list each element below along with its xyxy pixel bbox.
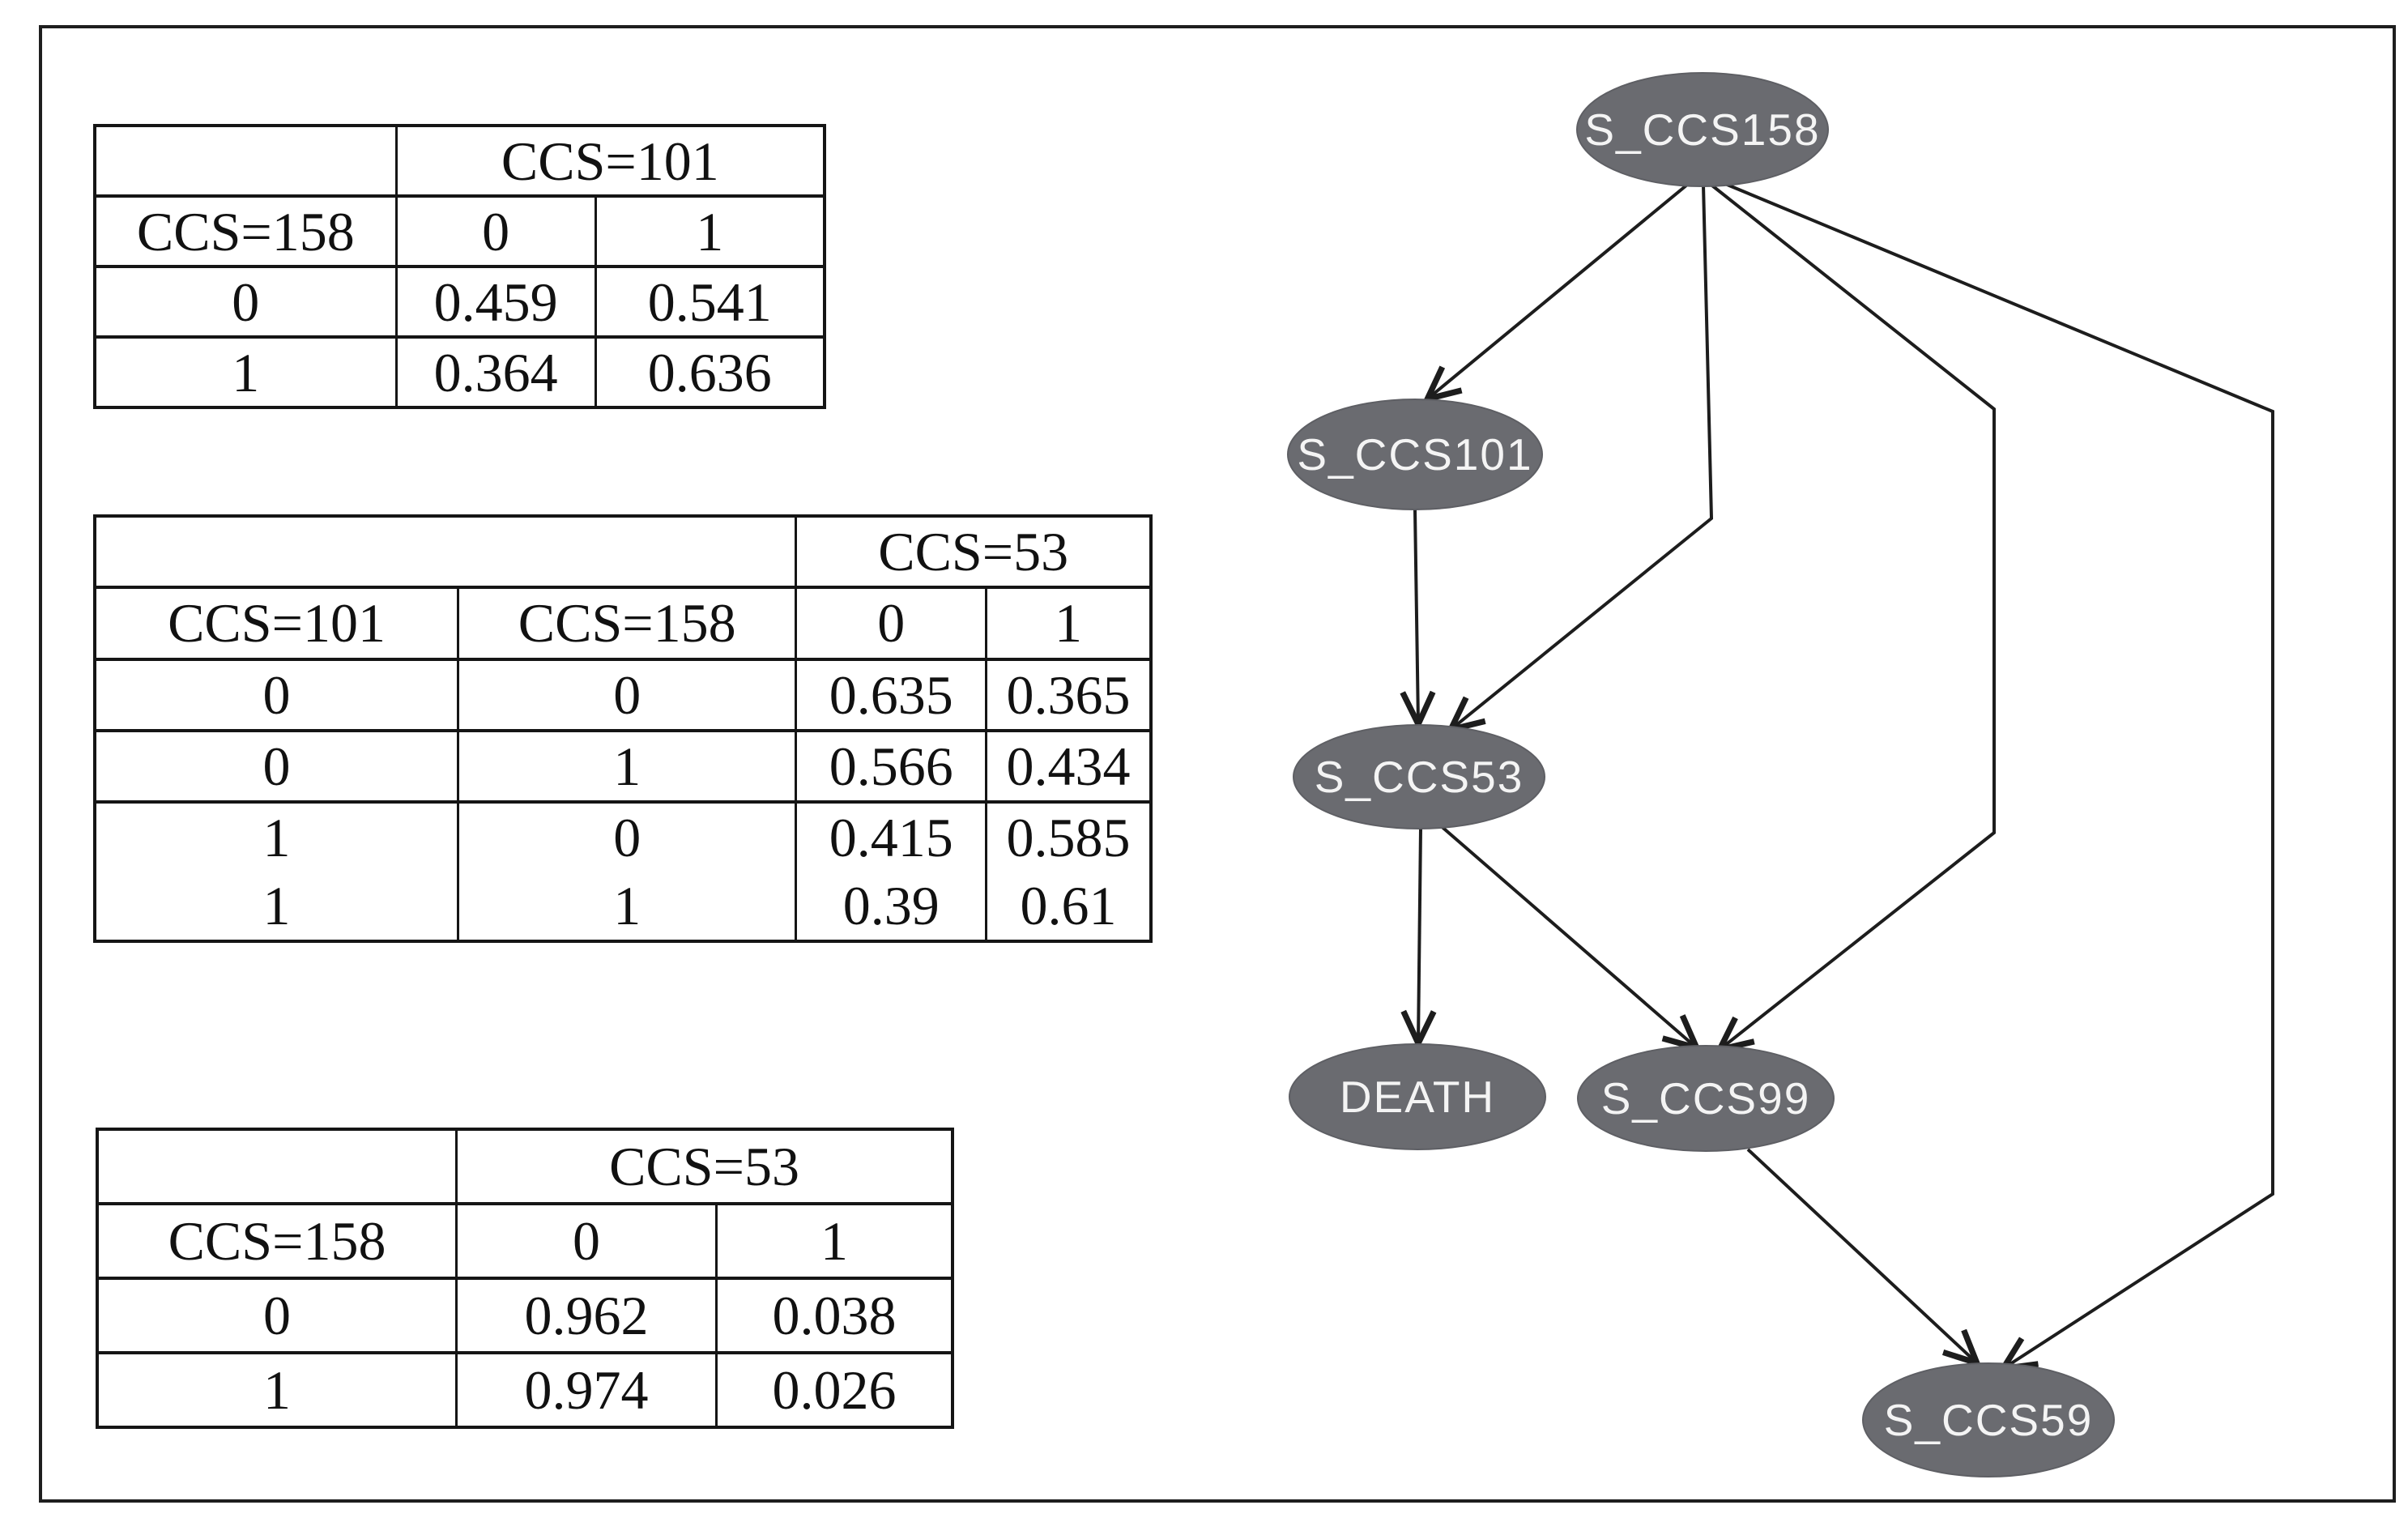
cpt-ccs53-given-ccs101-ccs158-cell-2-1: 0: [457, 800, 798, 872]
cpt-ccs53-given-ccs101-ccs158-cell-1-2: 0.566: [795, 728, 988, 804]
node-label-s_ccs101: S_CCS101: [1297, 429, 1532, 480]
cpt-ccs53-given-ccs101-ccs158-cell-0-3: 0.365: [985, 657, 1153, 732]
cpt-ccs101-given-ccs158-span-header: CCS=101: [394, 124, 826, 198]
node-s_ccs59: S_CCS59: [1862, 1362, 2115, 1477]
cpt-ccs53-given-ccs101-ccs158-cell-3-2: 0.39: [795, 872, 988, 943]
node-ellipse-s_ccs101: [1287, 399, 1543, 510]
node-ellipse-s_ccs59: [1862, 1362, 2115, 1477]
cpt-ccs53-given-ccs101-ccs158-cell-1-1: 1: [457, 728, 798, 804]
cpt-ccs53-given-ccs158-cell-0-1: 0.962: [455, 1277, 718, 1354]
cpt-ccs53-given-ccs158-span-header: CCS=53: [455, 1128, 954, 1205]
cpt-ccs53-given-ccs101-ccs158-cell-0-1: 0: [457, 657, 798, 732]
cpt-ccs53-given-ccs101-ccs158-cell-1-0: 0: [93, 728, 460, 804]
node-ellipse-death: [1289, 1043, 1546, 1150]
cpt-ccs53-given-ccs158-subheader-0: CCS=158: [96, 1202, 458, 1280]
cpt-ccs53-given-ccs101-ccs158-cell-3-3: 0.61: [985, 872, 1153, 943]
cpt-ccs101-given-ccs158-subheader-1: 0: [394, 194, 597, 268]
cpt-ccs101-given-ccs158-cell-0-0: 0: [93, 265, 398, 339]
cpt-ccs53-given-ccs158-subheader-2: 1: [715, 1202, 954, 1280]
cpt-ccs101-given-ccs158-cell-1-0: 1: [93, 335, 398, 409]
node-ellipse-s_ccs158: [1576, 72, 1829, 187]
cpt-ccs53-given-ccs158-corner-cell: [96, 1128, 458, 1205]
cpt-ccs53-given-ccs101-ccs158-subheader-3: 1: [985, 586, 1153, 661]
node-label-death: DEATH: [1340, 1072, 1495, 1122]
cpt-ccs53-given-ccs158-cell-0-0: 0: [96, 1277, 458, 1354]
node-label-s_ccs59: S_CCS59: [1884, 1395, 2094, 1445]
cpt-ccs53-given-ccs101-ccs158-subheader-0: CCS=101: [93, 586, 460, 661]
node-s_ccs53: S_CCS53: [1293, 724, 1545, 829]
cpt-ccs53-given-ccs101-ccs158-cell-0-2: 0.635: [795, 657, 988, 732]
node-ellipse-s_ccs99: [1577, 1045, 1835, 1152]
cpt-ccs101-given-ccs158-corner-cell: [93, 124, 398, 198]
cpt-ccs53-given-ccs101-ccs158-cell-3-0: 1: [93, 872, 460, 943]
cpt-ccs53-given-ccs101-ccs158-cell-2-3: 0.585: [985, 800, 1153, 872]
cpt-ccs101-given-ccs158-cell-1-2: 0.636: [594, 335, 826, 409]
node-label-s_ccs99: S_CCS99: [1601, 1073, 1811, 1124]
node-s_ccs99: S_CCS99: [1577, 1045, 1835, 1152]
cpt-ccs53-given-ccs101-ccs158-subheader-1: CCS=158: [457, 586, 798, 661]
cpt-ccs53-given-ccs101-ccs158-cell-2-2: 0.415: [795, 800, 988, 872]
edge-s_ccs158-to-s_ccs59: [1715, 178, 2274, 1368]
node-label-s_ccs53: S_CCS53: [1315, 752, 1524, 802]
cpt-ccs101-given-ccs158-subheader-0: CCS=158: [93, 194, 398, 268]
cpt-ccs53-given-ccs158-cell-1-2: 0.026: [715, 1351, 954, 1429]
node-s_ccs101: S_CCS101: [1287, 399, 1543, 510]
cpt-ccs53-given-ccs101-ccs158-span-header: CCS=53: [795, 514, 1153, 590]
cpt-ccs53-given-ccs158-cell-1-0: 1: [96, 1351, 458, 1429]
edge-s_ccs158-to-s_ccs53: [1451, 184, 1714, 729]
edge-s_ccs99-to-s_ccs59: [1746, 1148, 1976, 1362]
cpt-ccs53-given-ccs101-ccs158-subheader-2: 0: [795, 586, 988, 661]
cpt-ccs53-given-ccs101-ccs158-cell-1-3: 0.434: [985, 728, 1153, 804]
edge-s_ccs158-to-s_ccs99: [1707, 181, 1996, 1049]
edge-s_ccs101-to-s_ccs53: [1415, 509, 1418, 723]
cpt-ccs101-given-ccs158-subheader-2: 1: [594, 194, 826, 268]
cpt-ccs101-given-ccs158-cell-0-2: 0.541: [594, 265, 826, 339]
cpt-ccs53-given-ccs101-ccs158-cell-0-0: 0: [93, 657, 460, 732]
node-ellipse-s_ccs53: [1293, 724, 1545, 829]
edge-s_ccs158-to-s_ccs101: [1428, 180, 1693, 399]
cpt-ccs53-given-ccs101-ccs158-corner-cell: [93, 514, 798, 590]
cpt-ccs101-given-ccs158-cell-1-1: 0.364: [394, 335, 597, 409]
cpt-ccs53-given-ccs158-cell-1-1: 0.974: [455, 1351, 718, 1429]
edge-s_ccs53-to-s_ccs99: [1438, 823, 1696, 1047]
cpt-ccs101-given-ccs158-cell-0-1: 0.459: [394, 265, 597, 339]
node-death: DEATH: [1289, 1043, 1546, 1150]
node-s_ccs158: S_CCS158: [1576, 72, 1829, 187]
node-label-s_ccs158: S_CCS158: [1584, 104, 1820, 155]
cpt-ccs53-given-ccs158-cell-0-2: 0.038: [715, 1277, 954, 1354]
edge-s_ccs53-to-death: [1418, 828, 1421, 1043]
cpt-ccs53-given-ccs158-subheader-1: 0: [455, 1202, 718, 1280]
cpt-ccs53-given-ccs101-ccs158-cell-3-1: 1: [457, 872, 798, 943]
cpt-ccs53-given-ccs101-ccs158-cell-2-0: 1: [93, 800, 460, 872]
